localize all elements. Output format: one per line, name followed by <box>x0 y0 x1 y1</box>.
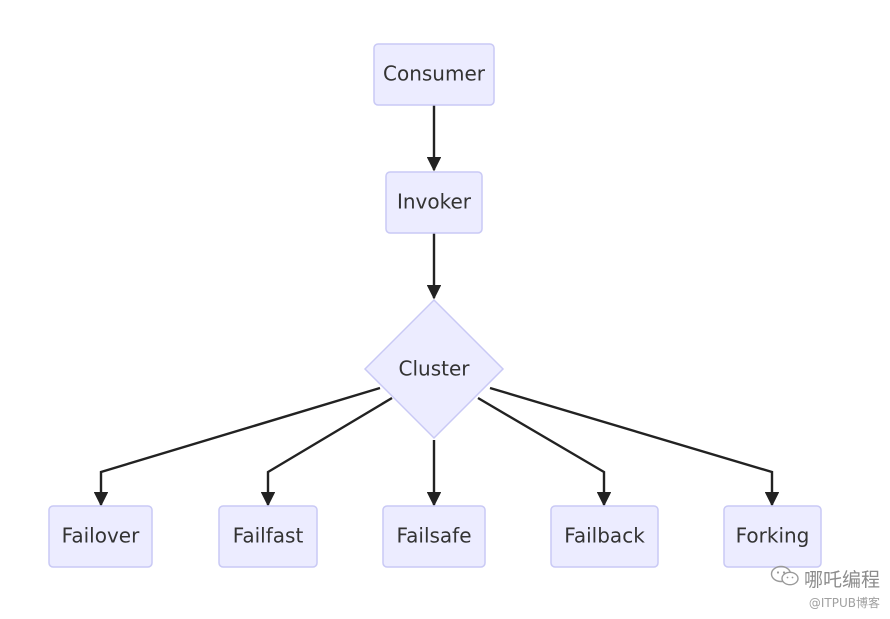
node-forking[interactable]: Forking <box>723 505 822 568</box>
node-failback-label: Failback <box>564 524 645 548</box>
node-failover[interactable]: Failover <box>48 505 153 568</box>
edge-cluster-forking <box>489 386 780 507</box>
node-invoker[interactable]: Invoker <box>385 171 483 234</box>
edge-cluster-failover <box>93 386 381 507</box>
edge-cluster-failfast <box>260 396 393 507</box>
node-failover-label: Failover <box>62 524 140 548</box>
node-cluster[interactable]: Cluster <box>363 298 505 440</box>
node-consumer-label: Consumer <box>383 62 486 86</box>
node-failfast-label: Failfast <box>233 524 304 548</box>
node-cluster-label: Cluster <box>399 357 471 381</box>
node-failsafe[interactable]: Failsafe <box>382 505 486 568</box>
node-consumer[interactable]: Consumer <box>373 43 495 106</box>
node-failfast[interactable]: Failfast <box>218 505 318 568</box>
node-failback[interactable]: Failback <box>550 505 659 568</box>
watermark: 哪吒编程 @ITPUB博客 <box>770 565 880 611</box>
node-invoker-label: Invoker <box>397 190 472 214</box>
edge-cluster-failback <box>477 396 612 507</box>
node-failsafe-label: Failsafe <box>396 524 471 548</box>
watermark-title: 哪吒编程 <box>803 569 880 591</box>
watermark-source: @ITPUB博客 <box>808 596 880 610</box>
wechat-icon <box>770 565 800 592</box>
node-forking-label: Forking <box>736 524 810 548</box>
